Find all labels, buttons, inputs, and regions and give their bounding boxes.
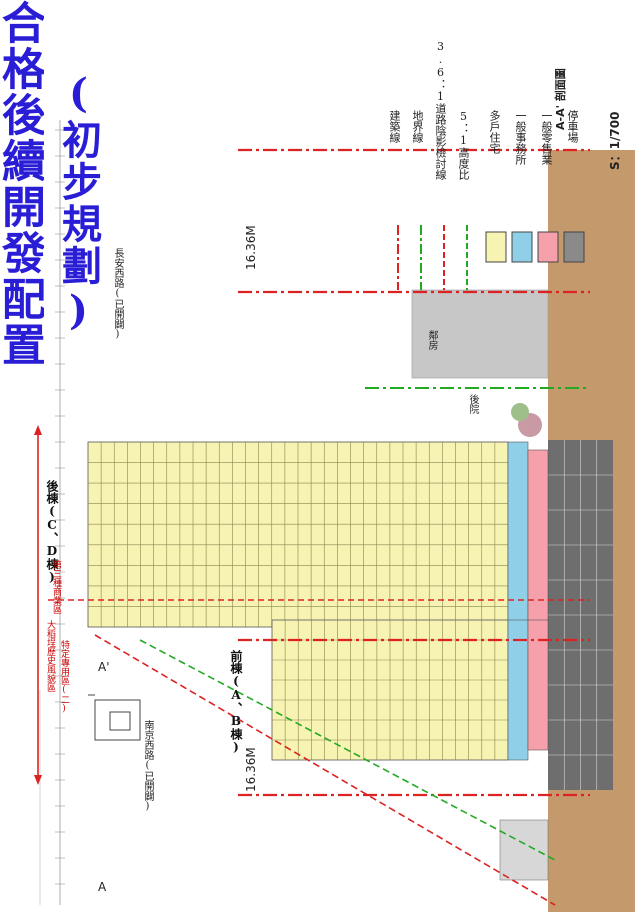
rear-yard-label: 後院 (467, 394, 478, 414)
legend-label-retail: 一般零售業 (540, 110, 553, 165)
front-retail-band (527, 619, 549, 751)
zone-front-label-1: 大稻埕歷史風貌區 (45, 620, 55, 692)
legend-label-residential: 多戶住宅 (488, 110, 501, 154)
low-building (499, 819, 549, 881)
road-label-top: 長安西路(已開闢) (112, 248, 123, 340)
shadow-line (94, 634, 556, 906)
legend-label-property-line: 地界線 (411, 110, 424, 143)
front-tower (271, 619, 549, 761)
zone-rear-label: 第三種商業區 (51, 560, 61, 614)
key-plan (88, 694, 141, 741)
zone-front-label-2: 特定專用區(二) (59, 640, 69, 714)
legend-label-height-ratio: 5：1高度比 (457, 110, 470, 180)
neighbor-building (411, 289, 549, 379)
section-mark-a2: A' (98, 660, 110, 674)
legend-swatches (397, 225, 585, 290)
neighbor-label: 鄰房 (426, 330, 437, 350)
front-building-label: 前棟(A、B棟) (229, 650, 243, 754)
page-title: 合格後續開發配置 (0, 0, 44, 368)
page-subtitle: (初步規劃) (55, 70, 102, 336)
road-label-bottom: 南京西路(已開闢) (142, 720, 153, 812)
width-label-top: 16.36M (244, 225, 258, 270)
basement-parking (548, 440, 613, 790)
rear-tower (87, 441, 549, 651)
legend-label-office: 一般事務所 (514, 110, 527, 165)
legend-label-parking: 停車場 (566, 110, 579, 143)
section-label: A-A' 剖面圖 (554, 68, 567, 130)
scale-label: S：1/700 (608, 111, 622, 170)
legend-label-building-line: 建築線 (388, 110, 401, 143)
width-label-bottom: 16.36M (244, 747, 258, 792)
legend-label-shadow-line: 3.6：1道路陰影檢討線 (434, 40, 447, 180)
section-mark-a: A (98, 880, 107, 894)
height-ratio-line (139, 639, 556, 861)
rear-building-label: 後棟(C、D棟) (45, 480, 59, 584)
